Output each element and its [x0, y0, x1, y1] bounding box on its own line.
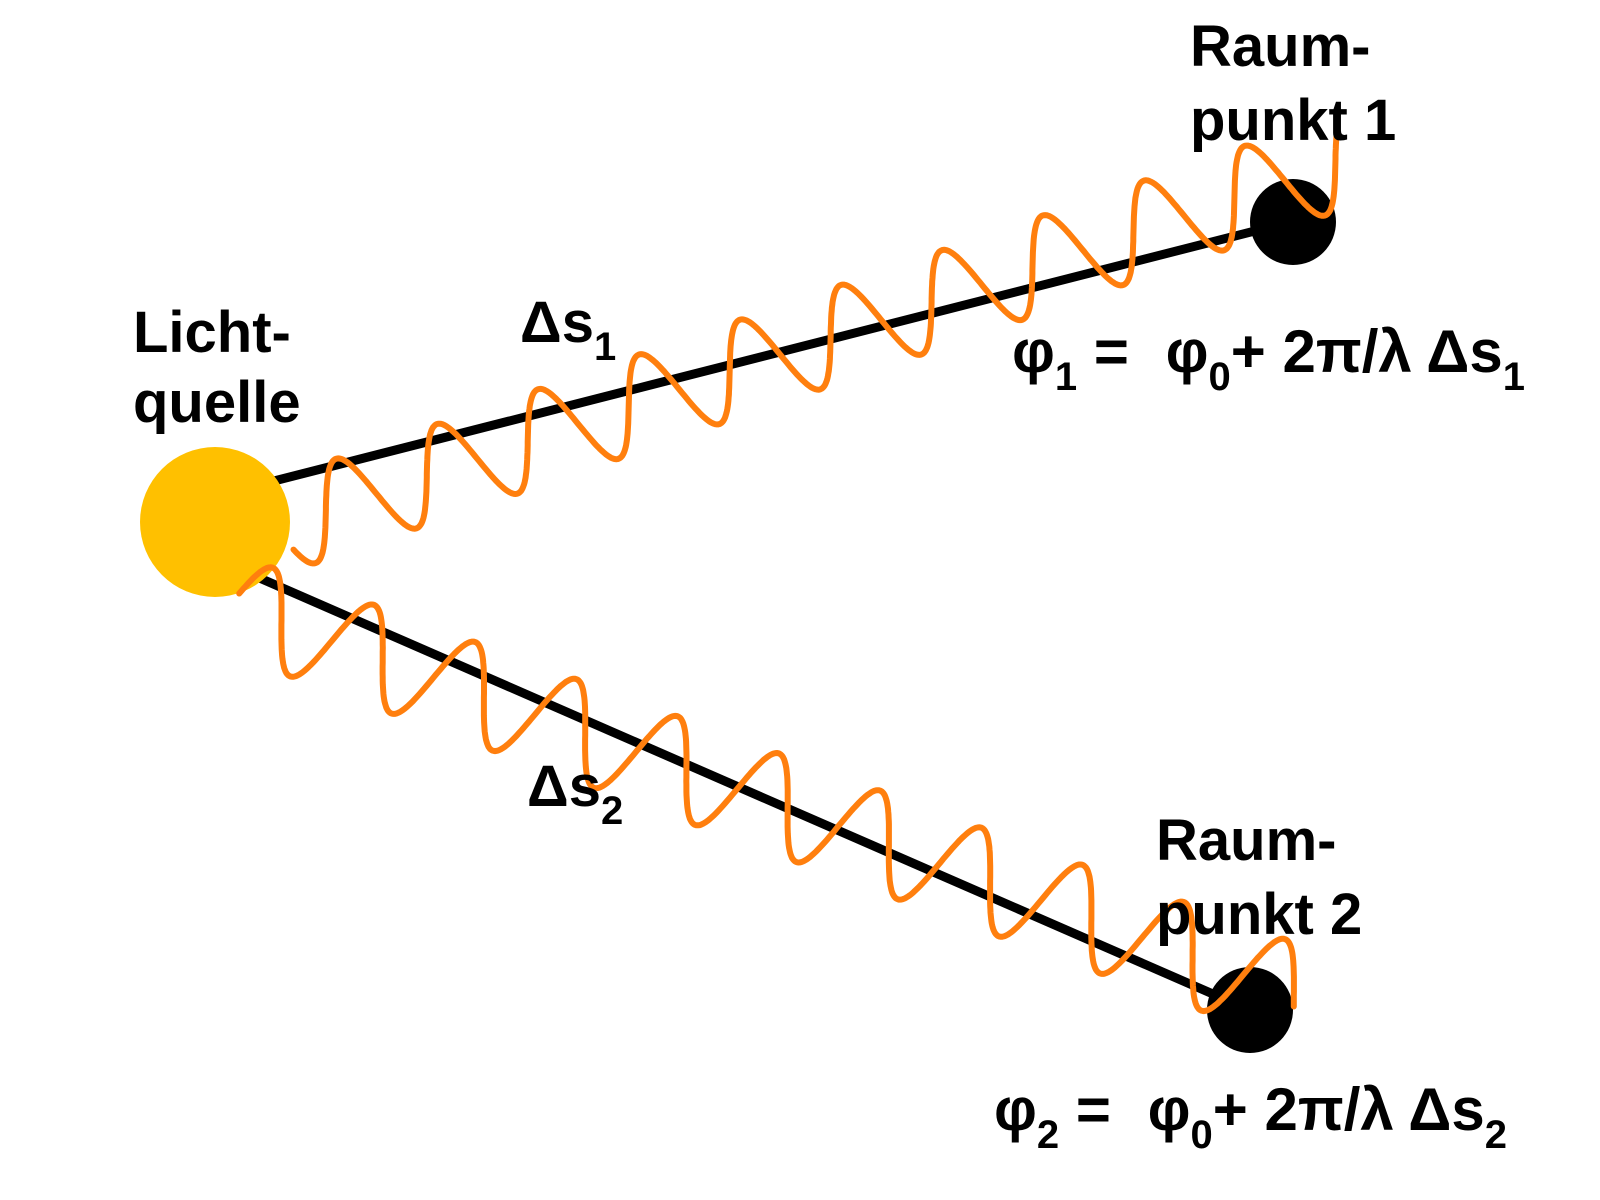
path-line-2	[253, 571, 1247, 1013]
space-point-1-label: Raum- punkt 1	[1190, 18, 1396, 150]
path-length-1-label: Δs1	[520, 294, 616, 368]
space-point-2-label-line1: Raum-	[1156, 808, 1337, 873]
phase-formula-1: φ1 = φ0+ 2π/λ Δs1	[1012, 322, 1525, 398]
light-source	[140, 447, 290, 597]
path-length-2-subscript: 2	[600, 789, 624, 833]
space-point-1	[1250, 179, 1336, 265]
phase-formula-1-phi0-sub: 0	[1208, 355, 1231, 399]
phase-formula-1-equals: =	[1077, 318, 1146, 385]
space-point-2-label: Raum- punkt 2	[1156, 812, 1362, 944]
phase-formula-2-lhs-sub: 2	[1036, 1113, 1060, 1157]
space-point-2-label-line2: punkt 2	[1156, 882, 1363, 947]
phase-formula-2-equals: =	[1059, 1076, 1128, 1143]
space-point-1-label-line2: punkt 1	[1190, 88, 1397, 153]
phase-formula-1-term: + 2π/λ Δs	[1230, 318, 1503, 385]
light-source-label-line2: quelle	[133, 370, 301, 435]
wave-1	[290, 132, 1340, 567]
space-point-1-label-line1: Raum-	[1190, 14, 1371, 79]
phase-formula-1-phi0: φ	[1165, 318, 1209, 385]
path-length-1-subscript: 1	[593, 325, 617, 369]
phase-formula-2-phi0-sub: 0	[1190, 1113, 1213, 1157]
phase-formula-1-lhs: φ	[1012, 318, 1055, 385]
light-source-label: Licht- quelle	[133, 304, 301, 432]
phase-formula-2-lhs: φ	[994, 1076, 1037, 1143]
space-point-2	[1207, 967, 1293, 1053]
wave-2	[236, 564, 1297, 1015]
phase-formula-1-term-sub: 1	[1502, 355, 1525, 399]
path-length-2-symbol: Δs	[527, 754, 601, 819]
path-length-1-symbol: Δs	[520, 290, 594, 355]
path-length-2-label: Δs2	[527, 758, 623, 832]
phase-formula-1-lhs-sub: 1	[1054, 355, 1078, 399]
phase-formula-2-phi0: φ	[1147, 1076, 1191, 1143]
phase-formula-2-term: + 2π/λ Δs	[1212, 1076, 1485, 1143]
light-source-label-line1: Licht-	[133, 300, 291, 365]
phase-formula-2: φ2 = φ0+ 2π/λ Δs2	[994, 1080, 1507, 1156]
phase-formula-2-term-sub: 2	[1484, 1113, 1507, 1157]
